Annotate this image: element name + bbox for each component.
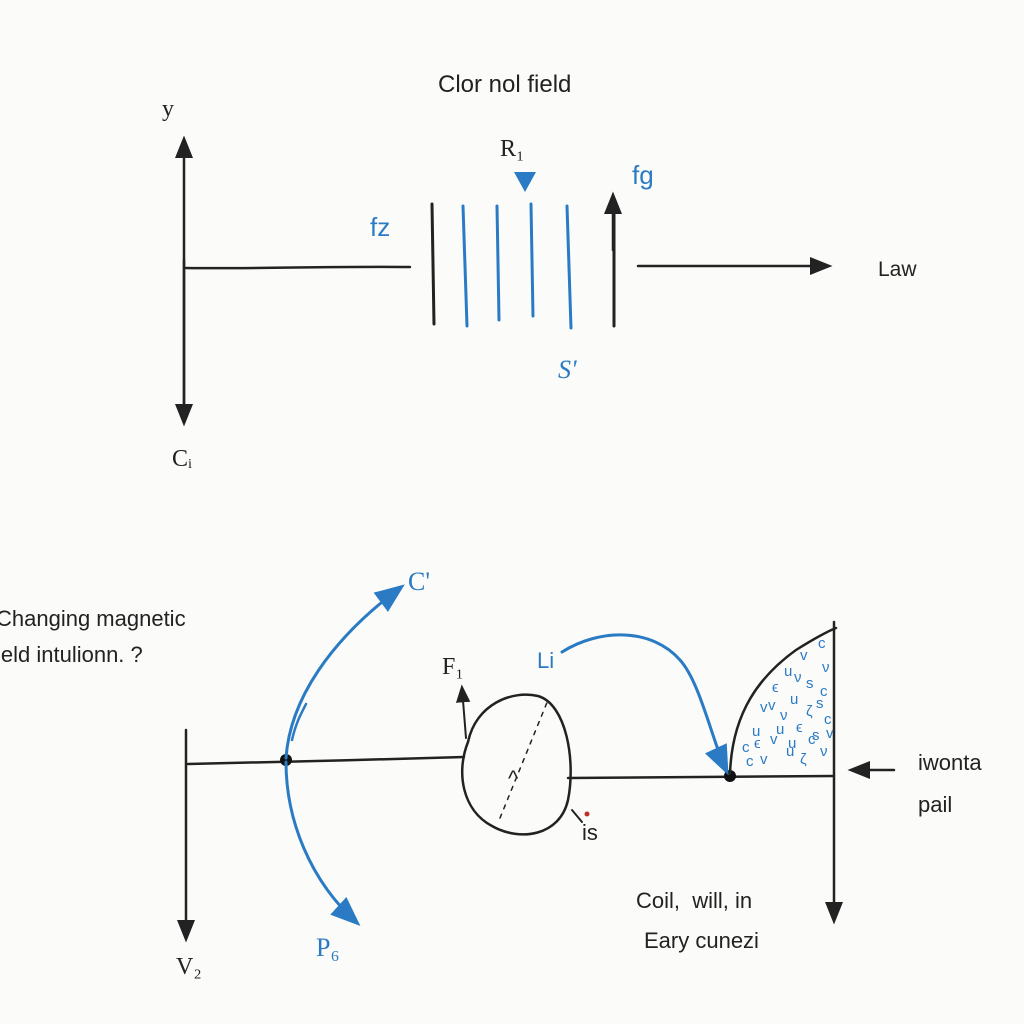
speckle-mark: u	[784, 663, 792, 680]
speckle-mark: s	[816, 695, 824, 712]
li-curve	[560, 633, 729, 776]
speckle-mark: v	[826, 725, 834, 742]
is-label: is	[582, 820, 598, 845]
bottom-diagram: Changing magnetic ield intulionn. ? V₂ C…	[0, 567, 982, 980]
fz-label: fz	[370, 212, 390, 242]
fg-label: fg	[632, 160, 654, 190]
top-horizontal-line	[184, 265, 412, 270]
shaded-region	[728, 626, 838, 776]
axis-bottom-label: Cᵢ	[172, 446, 192, 472]
speckle-mark: u	[790, 691, 798, 708]
speckle-mark: c	[742, 739, 750, 756]
top-title: Clor nol field	[438, 71, 571, 98]
speckle-mark: s	[806, 675, 814, 692]
note-line-2: ield intulionn. ?	[0, 642, 143, 667]
speckle-mark: ϵ	[796, 719, 803, 736]
f-up-arrow	[455, 684, 471, 739]
curve-to-p	[284, 760, 361, 927]
field-line-1	[461, 204, 469, 328]
speckle-mark: ν	[822, 659, 830, 676]
speckle-mark: ϵ	[772, 679, 779, 696]
speckle-mark: ν	[794, 669, 802, 686]
coil-mark: ^	[508, 766, 519, 791]
speckle-mark: c	[746, 753, 754, 770]
speckle-mark: v	[760, 751, 768, 768]
speckle-mark: c	[808, 731, 816, 748]
c-label: C'	[408, 567, 430, 596]
law-label: Law	[878, 258, 917, 281]
r-arrow-head	[514, 172, 536, 192]
field-line-3	[529, 202, 535, 318]
r-label: R₁	[500, 136, 524, 162]
speckle-mark: ζ	[806, 703, 813, 720]
speckle-mark: u	[776, 721, 784, 738]
speckle-mark: v	[768, 697, 776, 714]
field-line-2	[495, 204, 501, 322]
speckle-mark: c	[820, 683, 828, 700]
base-line-right	[566, 774, 836, 780]
speckle-mark: c	[818, 635, 826, 652]
plate-left	[430, 202, 436, 326]
top-diagram: Clor nol field y Cᵢ R₁ fz fg S' Law	[162, 71, 917, 472]
p-label: P₆	[316, 933, 340, 962]
speckle-mark: v	[770, 731, 778, 748]
iwonta-line-1: iwonta	[918, 750, 982, 775]
coil-note-line-2: Eary cunezi	[644, 928, 759, 953]
base-line-left	[186, 755, 466, 766]
f-label: F₁	[442, 654, 464, 680]
is-tick	[571, 809, 583, 823]
curve-to-c	[284, 584, 405, 760]
is-dot	[584, 811, 590, 817]
v-label: V₂	[176, 954, 202, 980]
coil-loop	[461, 693, 572, 836]
iwonta-line-2: pail	[918, 792, 952, 817]
s-label: S'	[558, 355, 577, 384]
speckle-mark: ϵ	[754, 735, 761, 752]
junction-dot-left	[280, 754, 292, 766]
speckle-mark: u	[788, 735, 796, 752]
speckle-mark: ζ	[800, 751, 807, 768]
speckle-mark: u	[786, 743, 794, 760]
speckle-mark: ν	[780, 707, 788, 724]
speckle-mark: c	[824, 711, 832, 728]
note-line-1: Changing magnetic	[0, 606, 186, 631]
li-label: Li	[537, 648, 554, 673]
axis-top-label: y	[162, 96, 174, 122]
speckle-mark: ν	[820, 743, 828, 760]
speckle-mark: v	[800, 647, 808, 664]
speckle-mark: s	[812, 727, 820, 744]
speckle-mark: u	[752, 723, 760, 740]
speckle-mark: v	[760, 699, 768, 716]
curve-to-c-shadow	[290, 702, 308, 742]
coil-dashed-axis	[499, 699, 549, 819]
coil-note-line-1: Coil, will, in	[636, 888, 752, 913]
field-line-4	[565, 204, 573, 330]
